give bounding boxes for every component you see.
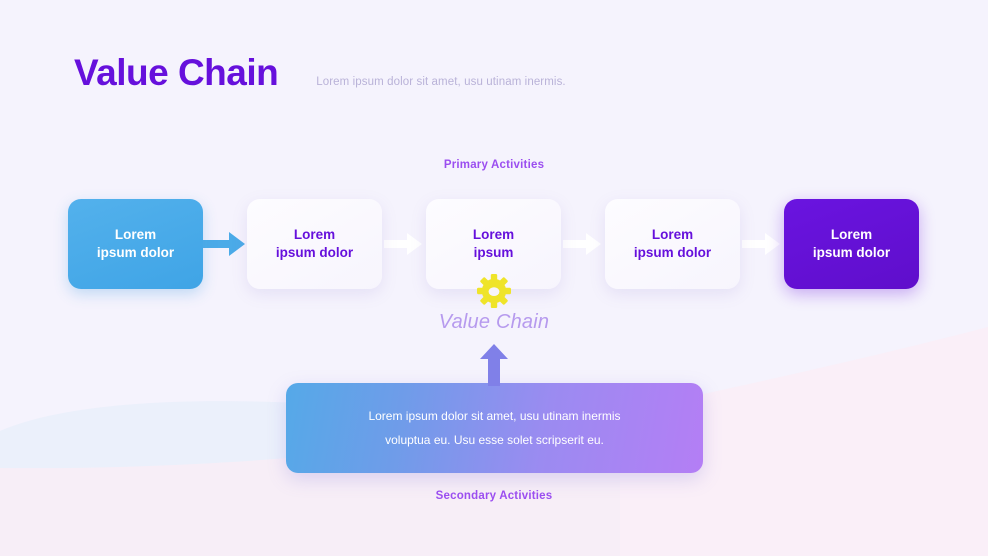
page-title: Value Chain <box>74 52 279 93</box>
chain-box-1-line1: Lorem <box>114 226 157 242</box>
chain-box-5-line2: ipsum dolor <box>812 245 891 260</box>
arrow-right-icon <box>742 233 780 255</box>
chain-box-5[interactable]: Lorem ipsum dolor <box>784 199 919 289</box>
arrow-up-icon <box>480 344 508 386</box>
secondary-activities-label: Secondary Activities <box>435 490 553 502</box>
arrow-right-icon <box>563 233 601 255</box>
chain-arrow-2 <box>382 232 426 256</box>
chain-box-4[interactable]: Lorem ipsum dolor <box>605 199 740 289</box>
page-subtitle: Lorem ipsum dolor sit amet, usu utinam i… <box>316 76 566 88</box>
secondary-activities-bar[interactable]: Lorem ipsum dolor sit amet, usu utinam i… <box>286 383 703 473</box>
chain-box-4-line1: Lorem <box>651 226 694 242</box>
chain-box-3[interactable]: Lorem ipsum <box>426 199 561 289</box>
chain-arrow-3 <box>561 232 605 256</box>
primary-activities-label: Primary Activities <box>443 159 545 171</box>
chain-box-1-line2: ipsum dolor <box>96 245 175 260</box>
secondary-line-1: Lorem ipsum dolor sit amet, usu utinam i… <box>368 409 621 423</box>
chain-box-2[interactable]: Lorem ipsum dolor <box>247 199 382 289</box>
chain-box-1-text: Lorem ipsum dolor <box>97 226 174 262</box>
chain-box-2-text: Lorem ipsum dolor <box>276 226 353 262</box>
chain-box-1[interactable]: Lorem ipsum dolor <box>68 199 203 289</box>
chain-box-4-line2: ipsum dolor <box>633 245 712 260</box>
gear-icon <box>477 274 511 308</box>
value-chain-caption: Value Chain <box>438 311 550 333</box>
chain-arrow-4 <box>740 232 784 256</box>
chain-box-5-text: Lorem ipsum dolor <box>813 226 890 262</box>
up-arrow-wrapper <box>479 344 509 386</box>
secondary-line-2: voluptua eu. Usu esse solet scripserit e… <box>385 433 604 447</box>
chain-box-4-text: Lorem ipsum dolor <box>634 226 711 262</box>
chain-box-2-line1: Lorem <box>293 226 336 242</box>
secondary-activities-text: Lorem ipsum dolor sit amet, usu utinam i… <box>344 404 644 452</box>
chain-box-3-line1: Lorem <box>472 226 515 242</box>
chain-box-2-line2: ipsum dolor <box>275 245 354 260</box>
chain-arrow-1 <box>203 231 247 257</box>
arrow-right-icon <box>203 232 245 256</box>
arrow-right-icon <box>384 233 422 255</box>
chain-box-3-line2: ipsum <box>473 245 514 260</box>
gear-icon-wrapper <box>476 273 512 309</box>
chain-box-5-line1: Lorem <box>830 226 873 242</box>
primary-activities-chain: Lorem ipsum dolor Lorem ipsum dolor Lore… <box>68 199 920 289</box>
page-header: Value Chain Lorem ipsum dolor sit amet, … <box>74 52 566 94</box>
chain-box-3-text: Lorem ipsum <box>473 226 514 262</box>
